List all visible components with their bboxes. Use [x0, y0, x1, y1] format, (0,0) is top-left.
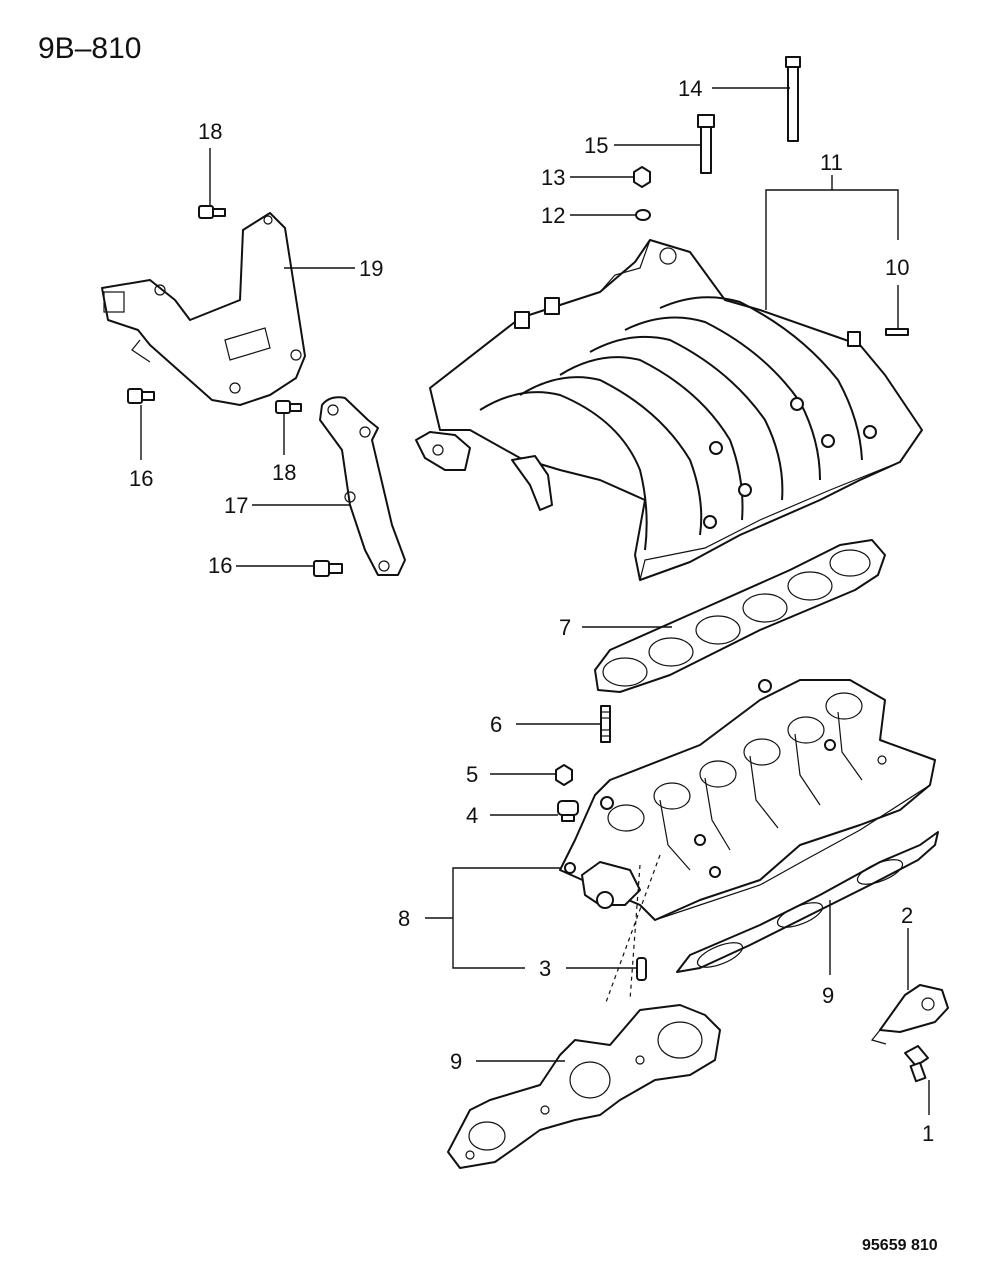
part-18-bolt-top[interactable]: [198, 205, 226, 219]
callout-18-top: 18: [198, 119, 222, 144]
callout-11: 11: [820, 150, 843, 175]
callout-8: 8: [398, 906, 410, 931]
part-7-gasket[interactable]: [594, 539, 886, 693]
diagram-id: 9B–810: [38, 32, 141, 65]
callout-9-lower: 9: [450, 1049, 462, 1074]
part-15-bolt[interactable]: [697, 114, 715, 174]
part-18-bolt-lower[interactable]: [275, 400, 302, 414]
callout-10: 10: [885, 255, 909, 280]
callout-13: 13: [541, 165, 565, 190]
leader-lines: [140, 87, 930, 1115]
part-1-bolt[interactable]: [904, 1045, 929, 1083]
part-17-bracket[interactable]: [319, 396, 406, 576]
alignment-line: [604, 854, 661, 1006]
part-14-bolt[interactable]: [785, 56, 801, 142]
callout-18-lower: 18: [272, 460, 296, 485]
part-5-nut[interactable]: [555, 764, 573, 786]
part-4-plug[interactable]: [557, 800, 579, 822]
callout-7: 7: [559, 615, 571, 640]
part-8-lower-intake-manifold[interactable]: [559, 679, 936, 921]
reference-code: 95659 810: [862, 1237, 938, 1254]
callout-1: 1: [922, 1121, 934, 1146]
part-12-washer[interactable]: [635, 209, 651, 221]
alignment-line: [629, 864, 641, 1001]
callout-15: 15: [584, 133, 608, 158]
callout-16-lower: 16: [208, 553, 232, 578]
callout-12: 12: [541, 203, 565, 228]
callout-16-upper: 16: [129, 466, 153, 491]
callout-14: 14: [678, 76, 702, 101]
part-9-gasket-lower[interactable]: [447, 1004, 721, 1169]
callout-17: 17: [224, 493, 248, 518]
callout-3: 3: [539, 956, 551, 981]
part-13-nut[interactable]: [633, 166, 651, 188]
part-3-dowel[interactable]: [636, 957, 647, 981]
part-6-stud[interactable]: [600, 705, 611, 743]
part-16-bolt-upper[interactable]: [127, 388, 155, 404]
callout-6: 6: [490, 712, 502, 737]
part-10-pin[interactable]: [885, 328, 909, 336]
part-9-gasket-right[interactable]: [676, 831, 939, 973]
part-16-bolt-lower[interactable]: [313, 560, 343, 577]
callout-9-right: 9: [822, 983, 834, 1008]
callout-2: 2: [901, 903, 913, 928]
part-2-clip[interactable]: [870, 984, 949, 1045]
part-19-bracket[interactable]: [101, 212, 306, 406]
callout-5: 5: [466, 762, 478, 787]
callout-19: 19: [359, 256, 383, 281]
part-11-upper-intake-manifold[interactable]: [415, 239, 923, 581]
callout-4: 4: [466, 803, 478, 828]
